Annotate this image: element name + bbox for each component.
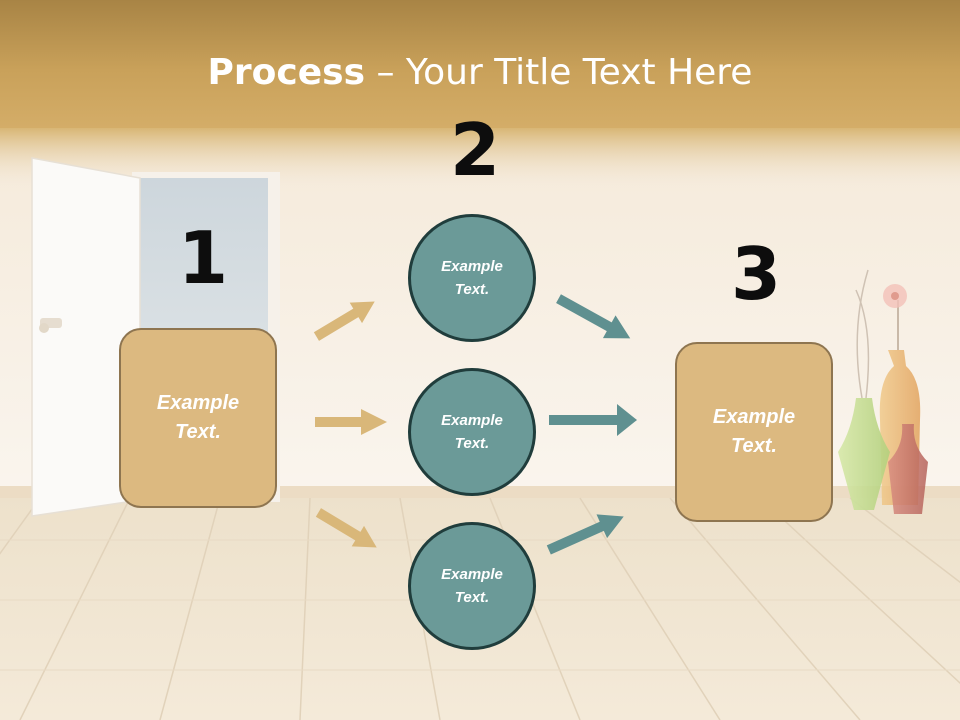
step-1-box: Example Text. <box>119 328 277 508</box>
step-number-2: 2 <box>450 108 501 192</box>
step-number-1: 1 <box>178 216 229 300</box>
circle-middle-text: Example Text. <box>441 412 503 452</box>
circle-top-text: Example Text. <box>441 258 503 298</box>
arrow-middle-to-3 <box>549 404 637 436</box>
arrow-top-to-3 <box>556 294 631 339</box>
title-separator: – <box>365 52 406 93</box>
circle-bottom-text: Example Text. <box>441 566 503 606</box>
arrow-1-to-top <box>313 301 375 341</box>
title-rest: Your Title Text Here <box>405 52 753 93</box>
step-2-circle-middle: Example Text. <box>408 368 536 496</box>
step-2-circle-top: Example Text. <box>408 214 536 342</box>
arrow-1-to-middle <box>315 409 387 435</box>
step-number-3: 3 <box>731 232 782 316</box>
arrow-1-to-bottom <box>315 508 377 548</box>
arrow-bottom-to-3 <box>546 514 624 555</box>
step-2-circle-bottom: Example Text. <box>408 522 536 650</box>
slide-title: Process – Your Title Text Here <box>0 52 960 93</box>
step-3-text: Example Text. <box>712 406 796 457</box>
title-strong: Process <box>207 52 366 93</box>
step-1-text: Example Text. <box>156 392 240 443</box>
step-3-box: Example Text. <box>675 342 833 522</box>
